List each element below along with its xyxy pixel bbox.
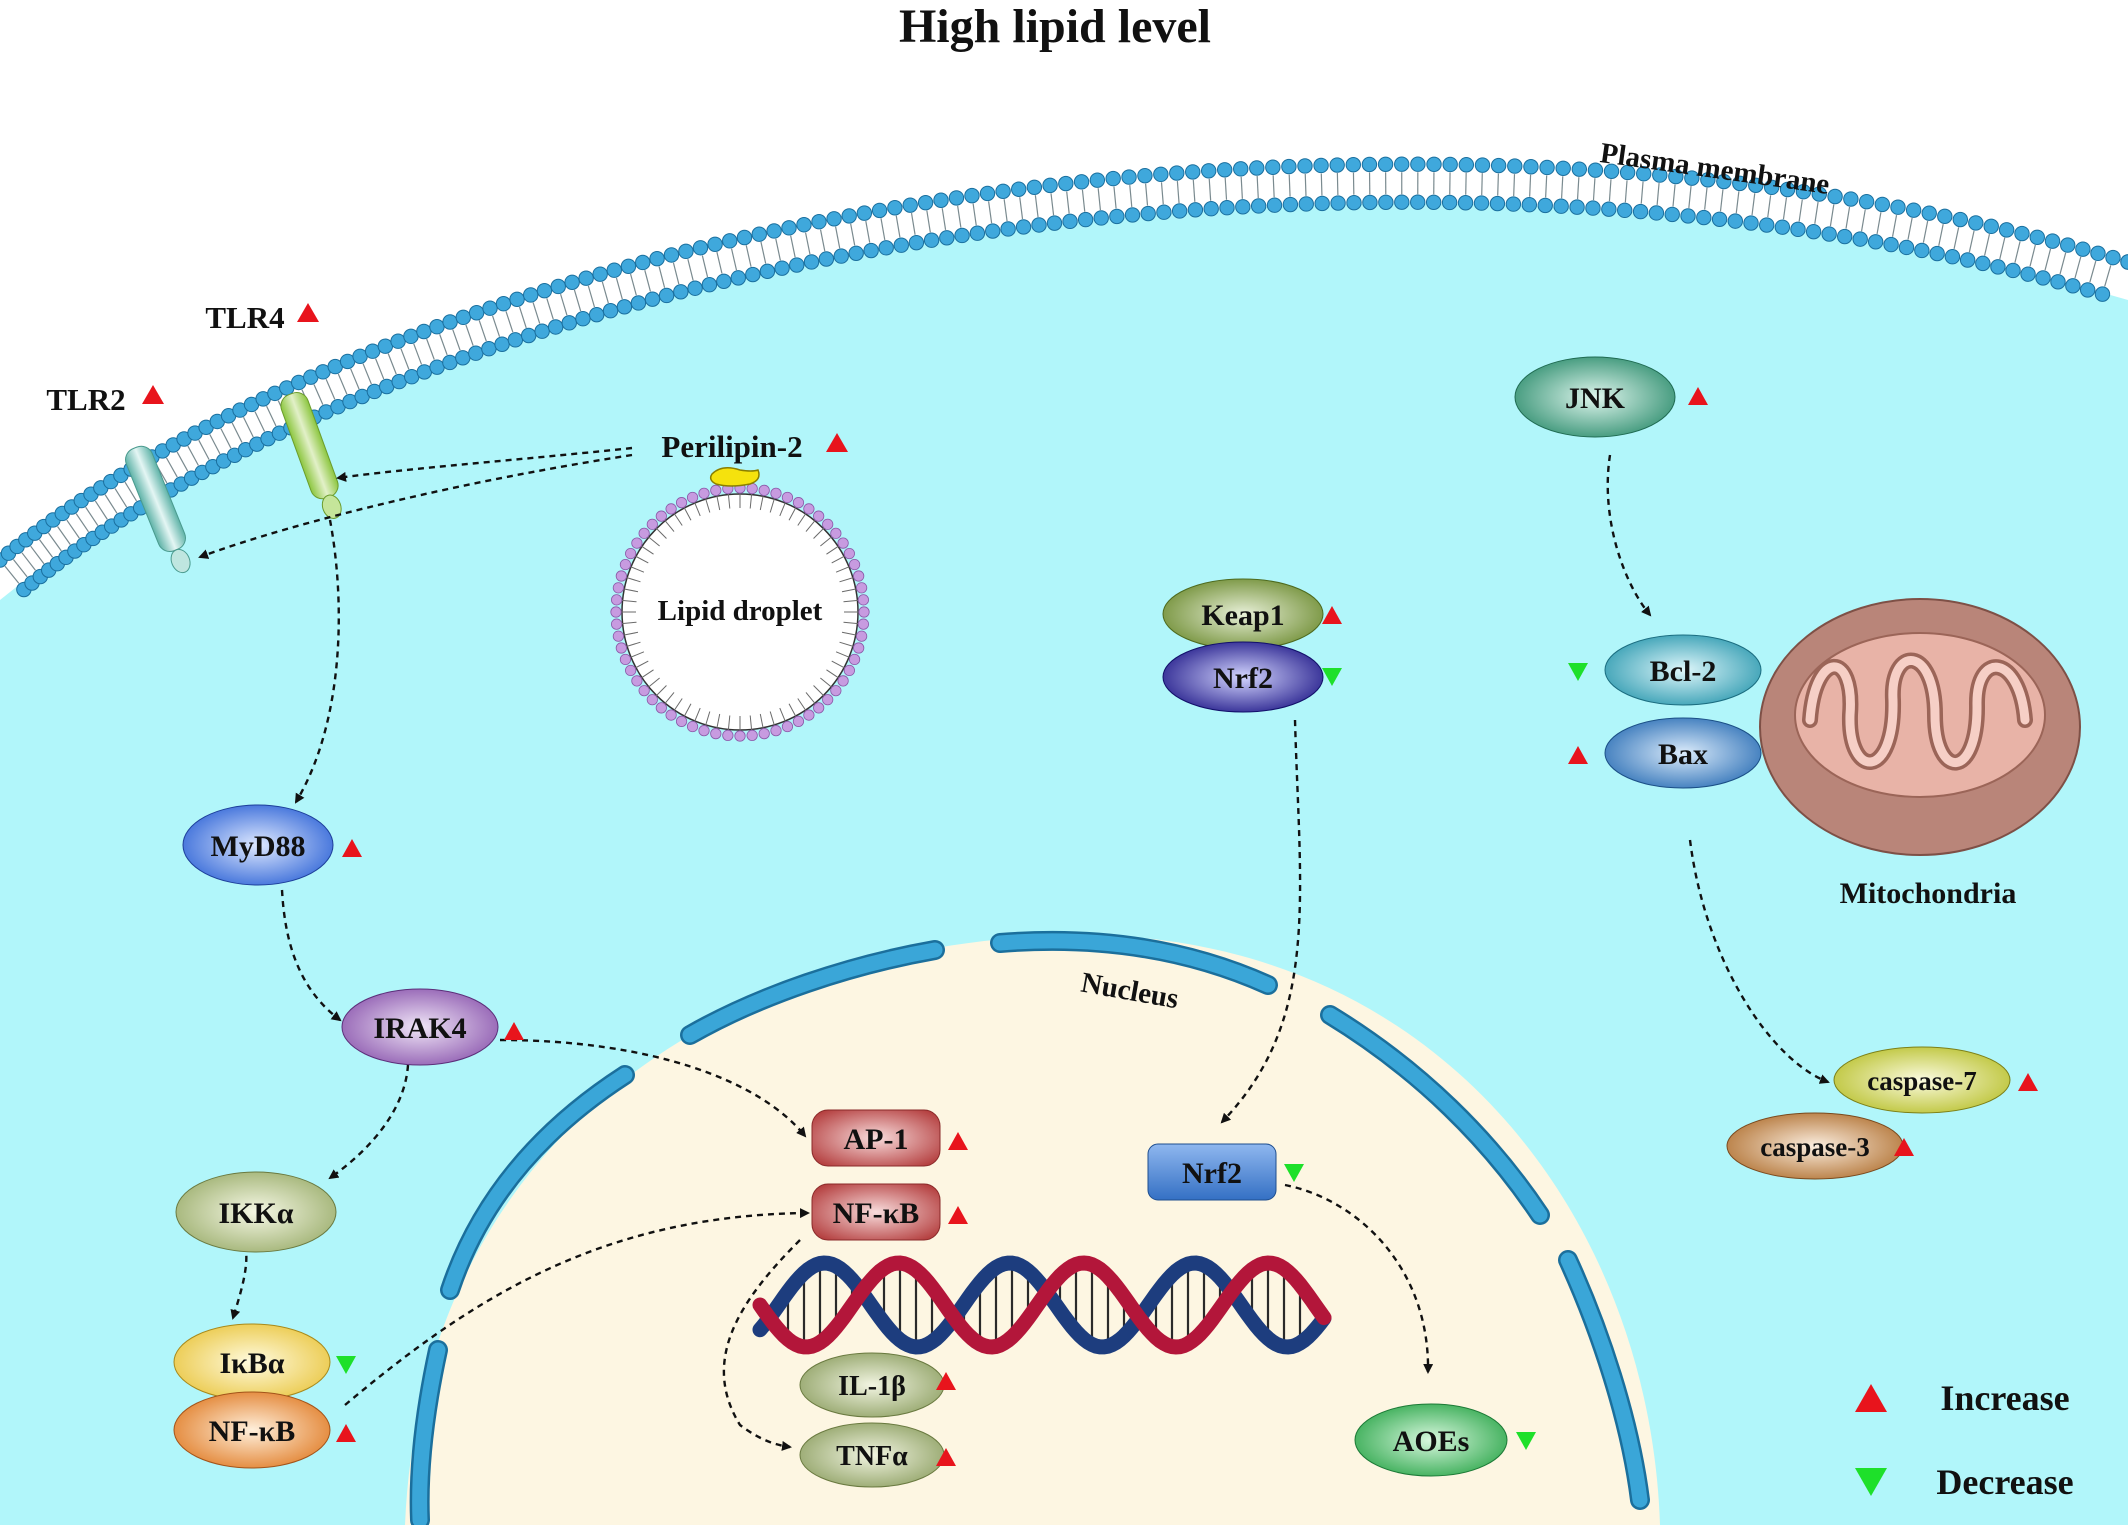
node-bcl2-label: Bcl-2 [1650, 655, 1717, 688]
nucleus-body [405, 935, 1660, 1525]
decrease-marker [1568, 663, 1588, 681]
node-ap1-label: AP-1 [844, 1123, 909, 1156]
legend: Increase Decrease [1855, 1378, 2074, 1502]
node-il1b-label: IL-1β [838, 1371, 906, 1402]
increase-marker [1322, 606, 1342, 624]
increase-marker [504, 1022, 524, 1040]
dna-double-helix [752, 1255, 1332, 1355]
node-nfkb-cytoplasm: NF-κB [173, 1391, 356, 1469]
node-nrf2-nucleus: Nrf2 [1147, 1143, 1304, 1201]
node-keap1: Keap1 [1162, 578, 1342, 650]
lipid-droplet: Lipid droplet [610, 467, 870, 742]
arrow-nrf2-to-nucleus [1220, 719, 1302, 1124]
arrow-jnk-to-bcl2 [1606, 454, 1652, 617]
increase-marker [1894, 1138, 1914, 1156]
node-caspase7: caspase-7 [1833, 1046, 2038, 1114]
increase-marker [1568, 746, 1588, 764]
increase-marker [936, 1372, 956, 1390]
diagram-title: High lipid level [899, 0, 1211, 53]
node-bcl2: Bcl-2 [1568, 634, 1762, 706]
legend-decrease-icon [1855, 1468, 1887, 1496]
node-myd88: MyD88 [182, 804, 362, 886]
decrease-marker [336, 1356, 356, 1374]
tlr2-label: TLR2 [46, 382, 125, 417]
perilipin-increase-marker [826, 433, 848, 452]
node-aoes: AOEs [1354, 1403, 1536, 1477]
arrow-bax-to-caspase7 [1688, 839, 1830, 1084]
node-tnfa: TNFα [799, 1422, 956, 1488]
perilipin-2-label: Perilipin-2 [661, 429, 802, 464]
node-nfkb-cytoplasm-label: NF-κB [209, 1415, 296, 1448]
arrow-tlr4-to-myd88 [294, 519, 340, 804]
decrease-marker [1322, 668, 1342, 686]
node-myd88-label: MyD88 [211, 830, 306, 863]
lipid-droplet-label: Lipid droplet [658, 595, 823, 627]
increase-marker [342, 839, 362, 857]
node-jnk: JNK [1514, 356, 1708, 438]
node-tnfa-label: TNFα [836, 1441, 908, 1472]
node-ikka: IKKα [175, 1171, 337, 1253]
arrow-nfkb-to-tnfa [722, 1239, 801, 1451]
node-aoes-label: AOEs [1393, 1425, 1470, 1458]
node-keap1-label: Keap1 [1201, 599, 1284, 632]
node-il1b: IL-1β [799, 1352, 956, 1418]
node-ikka-label: IKKα [218, 1197, 293, 1230]
increase-marker [2018, 1073, 2038, 1091]
mitochondria-label: Mitochondria [1840, 877, 2017, 910]
node-nrf2-cytoplasm: Nrf2 [1162, 641, 1342, 713]
increase-marker [336, 1424, 356, 1442]
signaling-nodes: MyD88 IRAK4 IKKα IκBα NF-κB AP-1 [173, 356, 2038, 1488]
node-caspase3: caspase-3 [1726, 1112, 1914, 1180]
node-caspase7-label: caspase-7 [1867, 1066, 1977, 1096]
node-irak4-label: IRAK4 [373, 1012, 466, 1045]
arrow-perilipin-to-tlr4 [336, 446, 633, 482]
node-nfkb-nucleus-label: NF-κB [833, 1197, 920, 1230]
increase-marker [936, 1448, 956, 1466]
node-nrf2-nucleus-label: Nrf2 [1182, 1157, 1242, 1190]
node-ikba: IκBα [173, 1323, 356, 1401]
increase-marker [1688, 387, 1708, 405]
tlr2-receptor [125, 445, 191, 574]
node-nfkb-nucleus: NF-κB [811, 1183, 968, 1241]
nuclear-envelope [409, 930, 1650, 1525]
arrow-nfkb-to-nucleus [344, 1208, 810, 1406]
node-bax-label: Bax [1658, 738, 1708, 771]
node-irak4: IRAK4 [341, 988, 524, 1066]
lipid-droplet-monolayer [610, 482, 870, 742]
tlr4-label: TLR4 [205, 300, 284, 335]
node-caspase3-label: caspase-3 [1760, 1132, 1870, 1162]
legend-increase-icon [1855, 1384, 1887, 1412]
tlr4-increase-marker [297, 303, 319, 322]
plasma-membrane [0, 156, 2128, 598]
increase-marker [948, 1132, 968, 1150]
mitochondria: Mitochondria [1759, 598, 2081, 910]
perilipin-2-protein [709, 467, 760, 487]
node-nrf2-cytoplasm-label: Nrf2 [1213, 662, 1273, 695]
arrow-perilipin-to-tlr2 [198, 453, 633, 559]
decrease-marker [1516, 1432, 1536, 1450]
increase-marker [948, 1206, 968, 1224]
arrow-irak4-to-ap1 [499, 1038, 807, 1138]
node-jnk-label: JNK [1565, 382, 1626, 415]
pathway-arrows [198, 446, 1830, 1451]
node-ap1: AP-1 [811, 1109, 968, 1167]
tlr2-increase-marker [142, 385, 164, 404]
node-bax: Bax [1568, 717, 1762, 789]
arrow-irak4-to-ikka [328, 1064, 410, 1180]
nucleus: Nucleus [405, 930, 1660, 1525]
node-ikba-label: IκBα [219, 1347, 284, 1380]
legend-increase-label: Increase [1940, 1378, 2069, 1418]
decrease-marker [1284, 1164, 1304, 1182]
legend-decrease-label: Decrease [1936, 1462, 2073, 1502]
tlr4-receptor [280, 392, 342, 519]
plasma-membrane-label: Plasma membrane [1598, 137, 1831, 201]
